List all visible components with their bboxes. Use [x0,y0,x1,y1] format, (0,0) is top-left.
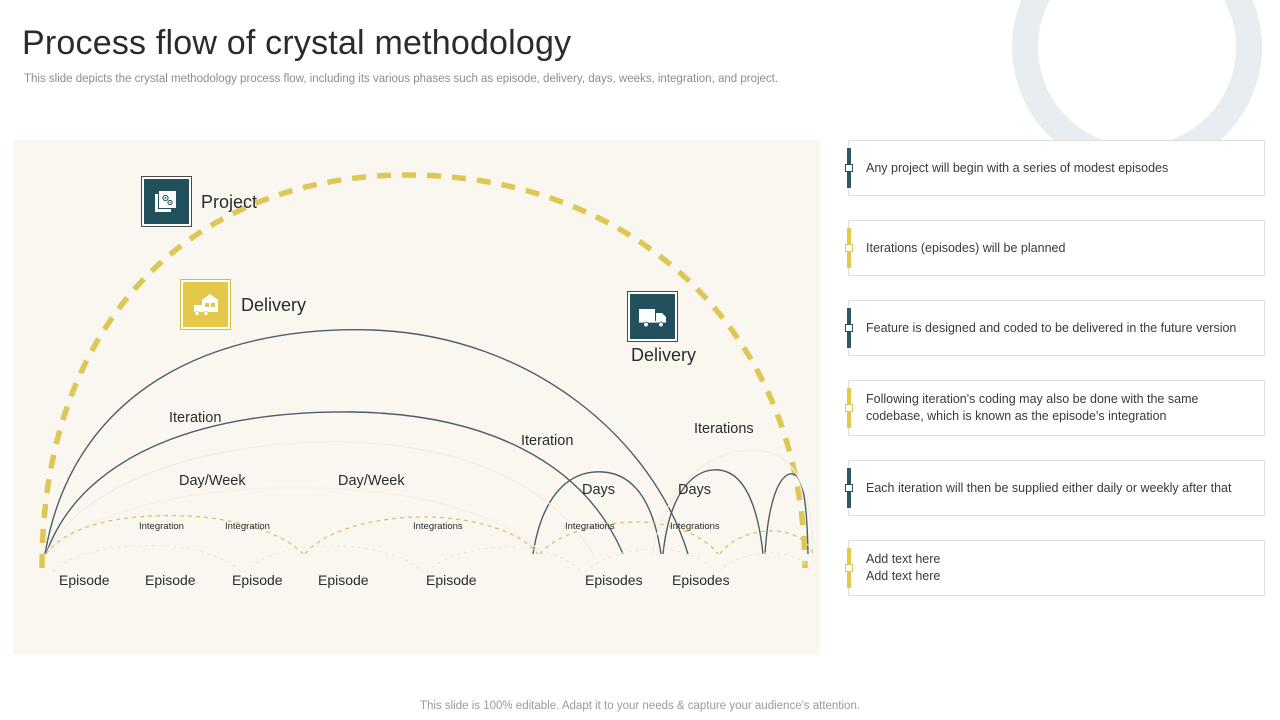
icon-label-delivery-warehouse: Delivery [241,295,307,315]
days-arc-2 [662,469,764,555]
icon-label-delivery-truck: Delivery [631,345,697,365]
dayweek-arc-1 [45,411,624,555]
arc-label-iteration-1: Iteration [169,410,222,426]
card-text: Following iteration's coding may also be… [866,392,1199,423]
episode-label: Episode [232,572,283,588]
insight-card[interactable]: Feature is designed and coded to be deli… [845,300,1265,356]
process-flow-diagram [39,172,814,573]
diagram-panel: Project Delivery Del [13,140,820,655]
card-text: Iterations (episodes) will be planned [866,240,1066,255]
truck-icon [627,291,678,342]
arc-label-days-1: Days [582,482,616,498]
project-arc [39,172,808,569]
card-text: Add text here Add text here [866,552,941,583]
integration-label: Integration [139,521,184,532]
episode-label: Episode [145,572,196,588]
card-text: Each iteration will then be supplied eit… [866,480,1232,495]
faint-arc-1 [45,441,594,555]
icon-label-project: Project [201,192,258,212]
insight-card[interactable]: Each iteration will then be supplied eit… [845,460,1265,516]
iterations-arc-right [764,473,809,555]
warehouse-truck-icon [180,279,231,330]
card-text: Any project will begin with a series of … [866,160,1169,175]
episode-label: Episode [426,572,477,588]
page-subtitle: This slide depicts the crystal methodolo… [24,73,779,85]
insight-card[interactable]: Following iteration's coding may also be… [845,380,1265,436]
days-arc-1 [532,471,662,555]
insight-card[interactable]: Iterations (episodes) will be planned [845,220,1265,276]
integration-arcs [45,514,814,555]
page-title: Process flow of crystal methodology [22,24,572,62]
integration-label: Integrations [413,521,463,532]
card-marker-gold [845,228,853,268]
episode-label: Episode [59,572,110,588]
episode-label: Episode [318,572,369,588]
integration-label: Integration [225,521,270,532]
card-marker-dark [845,148,853,188]
card-text: Feature is designed and coded to be deli… [866,320,1237,335]
card-marker-dark [845,308,853,348]
faint-arc-2 [45,487,544,555]
integration-arcs-faint [52,545,812,573]
card-marker-dark [845,468,853,508]
insight-card[interactable]: Add text here Add text here [845,540,1265,596]
iteration-arc-1 [44,329,689,555]
episode-label: Episodes [672,572,730,588]
insight-card-list: Any project will begin with a series of … [845,140,1265,620]
icon-delivery-warehouse[interactable] [180,279,231,330]
card-marker-gold [845,548,853,588]
arc-label-days-2: Days [678,482,712,498]
arc-label-dayweek-1: Day/Week [179,473,246,489]
blueprint-gears-icon [141,176,192,227]
arc-label-iteration-2: Iteration [521,433,574,449]
arc-label-iterations: Iterations [694,421,754,437]
episode-label: Episodes [585,572,643,588]
faint-arc-3 [652,449,814,555]
insight-card[interactable]: Any project will begin with a series of … [845,140,1265,196]
integration-label: Integrations [565,521,615,532]
integration-label: Integrations [670,521,720,532]
card-marker-gold [845,388,853,428]
icon-delivery-truck[interactable] [627,291,678,342]
icon-project[interactable] [141,176,192,227]
arc-label-dayweek-2: Day/Week [338,473,405,489]
footer-note: This slide is 100% editable. Adapt it to… [419,700,861,712]
